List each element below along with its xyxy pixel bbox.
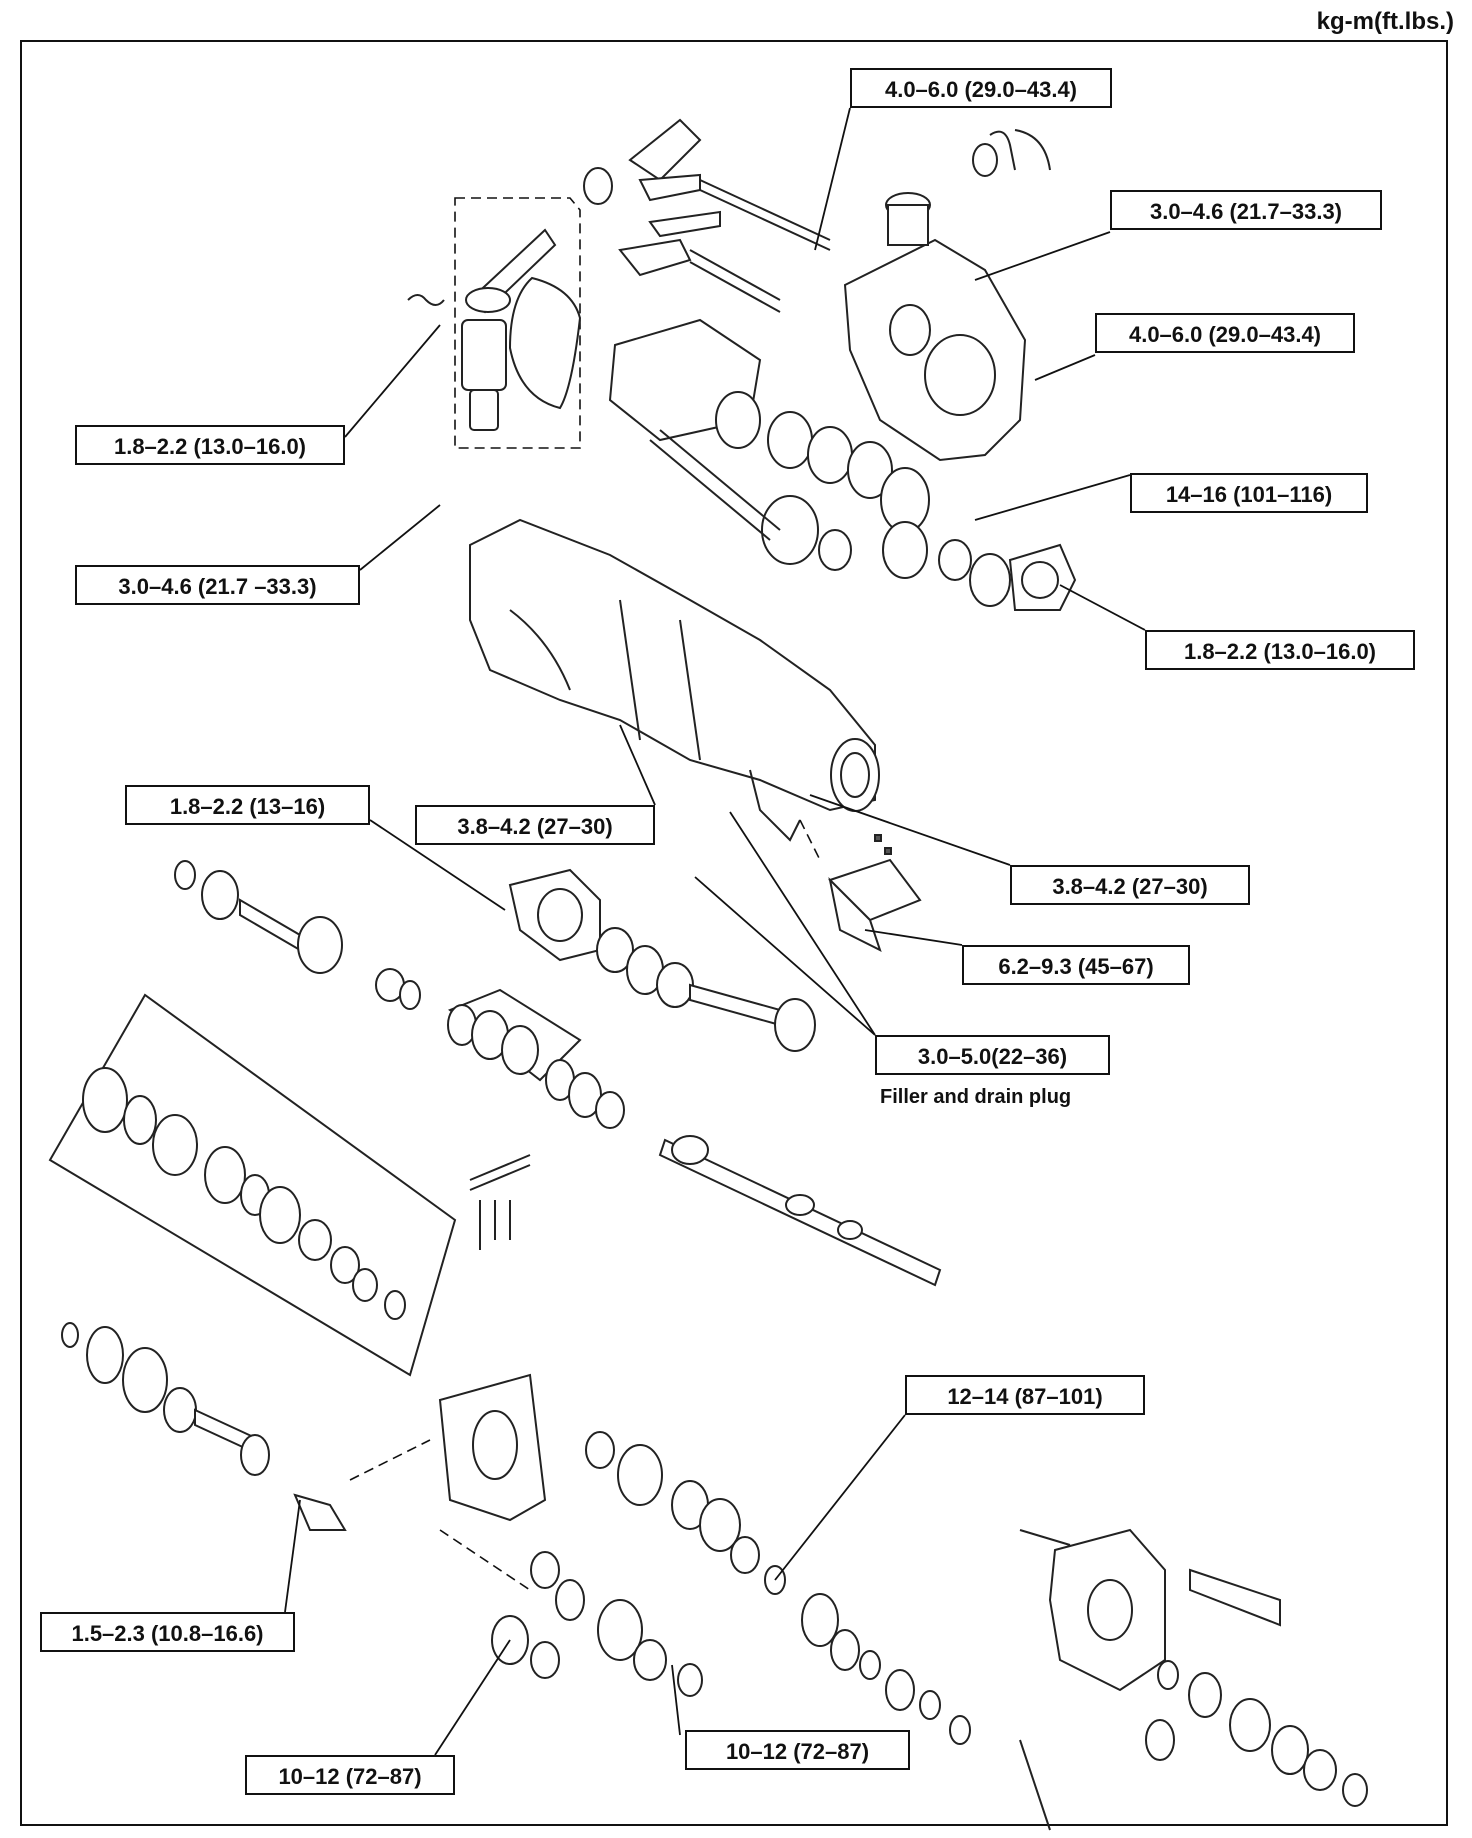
torque-label-shift-cover-bolt: 4.0–6.0 (29.0–43.4) — [850, 68, 1112, 108]
lower-gear-train — [491, 1431, 786, 1697]
torque-label-countershaft-nut: 10–12 (72–87) — [245, 1755, 455, 1795]
transmission-mount — [828, 834, 922, 952]
torque-label-reverse-idler: 1.5–2.3 (10.8–16.6) — [40, 1612, 295, 1652]
synchro-group — [447, 988, 625, 1129]
mainshaft-gear-set — [48, 993, 457, 1377]
torque-label-housing-bolt-upper: 3.0–4.6 (21.7–33.3) — [1110, 190, 1382, 230]
input-shaft-assembly — [174, 860, 816, 1052]
filler-drain-note: Filler and drain plug — [880, 1086, 1072, 1108]
shift-lever-assembly — [407, 167, 613, 449]
torque-label-mainshaft-nut: 10–12 (72–87) — [685, 1730, 910, 1770]
diagram-frame — [20, 40, 1448, 1826]
torque-label-filler-drain: 3.0–5.0(22–36) — [875, 1035, 1110, 1075]
torque-label-mount-bolt: 6.2–9.3 (45–67) — [962, 945, 1190, 985]
intermediate-plate — [349, 1373, 547, 1591]
torque-label-case-bolt-right: 3.8–4.2 (27–30) — [1010, 865, 1250, 905]
torque-label-rear-cover-bolt: 1.8–2.2 (13.0–16.0) — [1145, 630, 1415, 670]
shift-pins-springs — [469, 1154, 531, 1250]
upper-gear-train — [608, 318, 1077, 611]
units-label: kg-m(ft.lbs.) — [1316, 8, 1454, 35]
transmission-case — [469, 518, 880, 861]
leader-lines — [284, 107, 1146, 1756]
rear-housing-assembly — [801, 1528, 1368, 1831]
torque-label-lever-bolt: 1.8–2.2 (13.0–16.0) — [75, 425, 345, 465]
torque-label-housing-nut: 4.0–6.0 (29.0–43.4) — [1095, 313, 1355, 353]
torque-label-locknut: 14–16 (101–116) — [1130, 473, 1368, 513]
torque-label-case-bolt-left: 3.8–4.2 (27–30) — [415, 805, 655, 845]
extension-housing — [843, 129, 1051, 462]
torque-label-overdrive-locknut: 12–14 (87–101) — [905, 1375, 1145, 1415]
torque-label-bearing-retainer: 1.8–2.2 (13–16) — [125, 785, 370, 825]
lower-main-shaft — [61, 1322, 347, 1531]
torque-label-case-bolt: 3.0–4.6 (21.7 –33.3) — [75, 565, 360, 605]
countershaft — [658, 1135, 942, 1287]
shift-forks-and-rods — [618, 118, 831, 313]
